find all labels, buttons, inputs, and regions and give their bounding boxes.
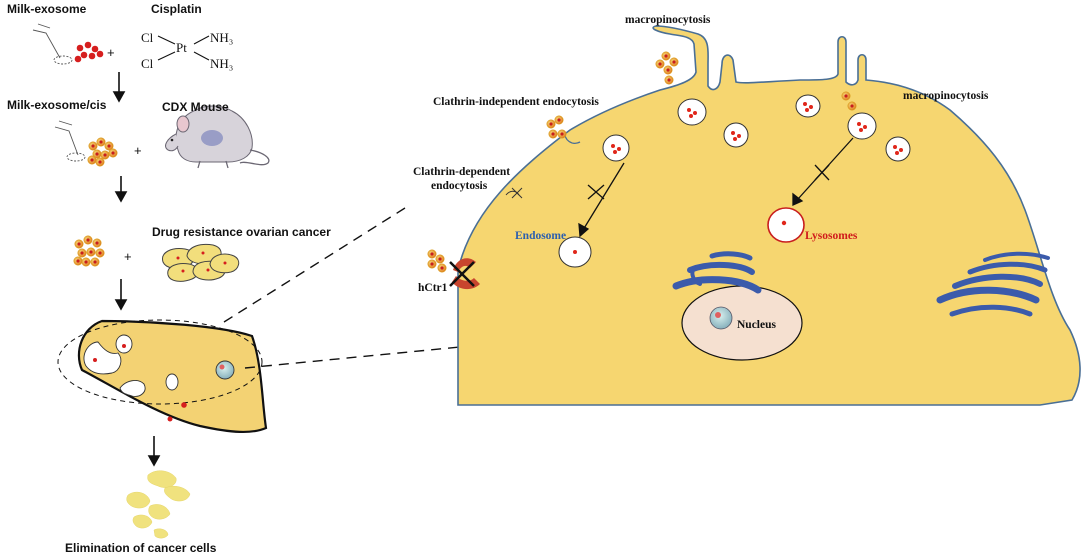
- cisplatin-structure-icon: [157, 35, 210, 61]
- intracellular-vesicles: [602, 94, 911, 162]
- trafficking-arrows: [578, 137, 854, 238]
- small-cancer-cell: [57, 319, 268, 434]
- endosome-vesicle: [558, 236, 592, 268]
- label-clathrin-dependent-1: Clathrin-dependent: [413, 166, 511, 178]
- label-macropinocytosis-right: macropinocytosis: [903, 90, 989, 102]
- exosome-cisplatin-cluster-1: [87, 137, 118, 167]
- endoplasmic-reticulum-1: [672, 251, 762, 294]
- label-clathrin-dependent-2: endocytosis: [431, 180, 488, 192]
- label-cdx-mouse: CDX Mouse: [162, 100, 229, 114]
- plus-sign-2: +: [134, 143, 142, 158]
- label-lysosomes: Lysosomes: [805, 230, 858, 242]
- red-exosome-cluster: [74, 41, 104, 63]
- label-elimination: Elimination of cancer cells: [65, 541, 217, 555]
- tube-icon-2: [54, 120, 86, 162]
- exosome-cisplatin-cluster-2: [73, 235, 105, 267]
- tube-icon-1: [32, 23, 73, 65]
- label-nh3-bottom: NH₃: [210, 56, 234, 71]
- large-cancer-cell: [457, 25, 1081, 406]
- label-hctr1: hCtr1: [418, 282, 448, 294]
- zoom-connector-lines: [223, 207, 461, 369]
- label-nh3-top: NH₃: [210, 30, 234, 45]
- label-macropinocytosis-top: macropinocytosis: [625, 14, 711, 26]
- eliminated-cell-fragments: [126, 470, 191, 539]
- ovarian-cancer-cells-icon: [162, 243, 240, 282]
- exosomes-near-hctr1: [427, 249, 447, 273]
- label-nucleus: Nucleus: [737, 319, 776, 331]
- label-endosome: Endosome: [515, 230, 567, 242]
- hctr1-transporter-icon: [449, 258, 480, 290]
- label-cisplatin: Cisplatin: [151, 2, 202, 16]
- workflow-arrows: [112, 72, 161, 467]
- label-milk-exosome-cis: Milk-exosome/cis: [7, 98, 107, 112]
- golgi-apparatus: [936, 251, 1050, 317]
- lysosome-vesicle: [767, 207, 805, 243]
- plus-sign-3: +: [124, 249, 132, 264]
- clathrin-pit-blocked: [505, 187, 523, 199]
- clathrin-independent-pit: [546, 115, 581, 144]
- label-cl-top: Cl: [141, 30, 154, 45]
- label-milk-exosome: Milk-exosome: [7, 2, 87, 16]
- label-drug-resistance: Drug resistance ovarian cancer: [152, 225, 331, 239]
- cdx-mouse-icon: [165, 105, 270, 169]
- cancer-cell-nuclei: [176, 251, 227, 273]
- label-clathrin-independent: Clathrin-independent endocytosis: [433, 96, 599, 108]
- label-pt: Pt: [176, 40, 187, 55]
- label-cl-bottom: Cl: [141, 56, 154, 71]
- plus-sign-1: +: [107, 45, 115, 60]
